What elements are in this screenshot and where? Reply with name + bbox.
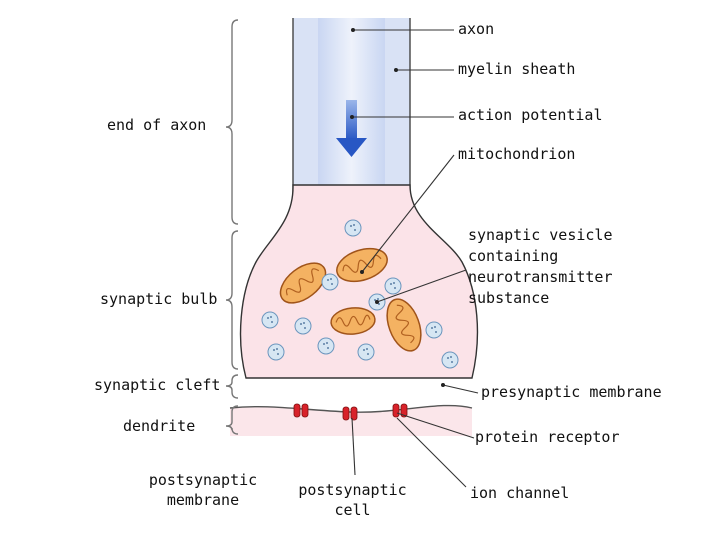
label-synaptic-vesicle: synaptic vesicle containing neurotransmi… — [468, 226, 613, 307]
mitochondrion-3 — [330, 307, 376, 335]
mitochondrion-4 — [386, 298, 422, 352]
label-presynaptic-membrane: presynaptic membrane — [481, 383, 662, 401]
label-ion-channel: ion channel — [470, 484, 570, 502]
label-synaptic-cleft: synaptic cleft — [94, 376, 221, 394]
label-myelin-sheath: myelin sheath — [458, 60, 576, 78]
postsynaptic-cell-shape — [230, 405, 472, 436]
leader-lines — [351, 29, 479, 488]
label-end-of-axon: end of axon — [107, 116, 207, 134]
label-mitochondrion: mitochondrion — [458, 145, 576, 163]
label-postsynaptic-membrane: postsynaptic membrane — [148, 471, 258, 509]
label-action-potential: action potential — [458, 106, 603, 124]
vesicles — [261, 219, 459, 369]
leader-line-dots — [350, 28, 445, 387]
action-potential-arrow-icon — [336, 100, 367, 157]
mitochondrion-1 — [279, 262, 327, 304]
postsynaptic-membrane-line — [229, 404, 473, 413]
vesicle-dots — [267, 224, 453, 363]
label-dendrite: dendrite — [123, 417, 196, 435]
left-braces — [225, 19, 239, 435]
label-synaptic-bulb: synaptic bulb — [100, 290, 218, 308]
receptors — [293, 403, 408, 421]
label-protein-receptor: protein receptor — [475, 428, 620, 446]
label-postsynaptic-cell: postsynaptic cell — [298, 481, 407, 519]
label-axon: axon — [458, 20, 495, 38]
